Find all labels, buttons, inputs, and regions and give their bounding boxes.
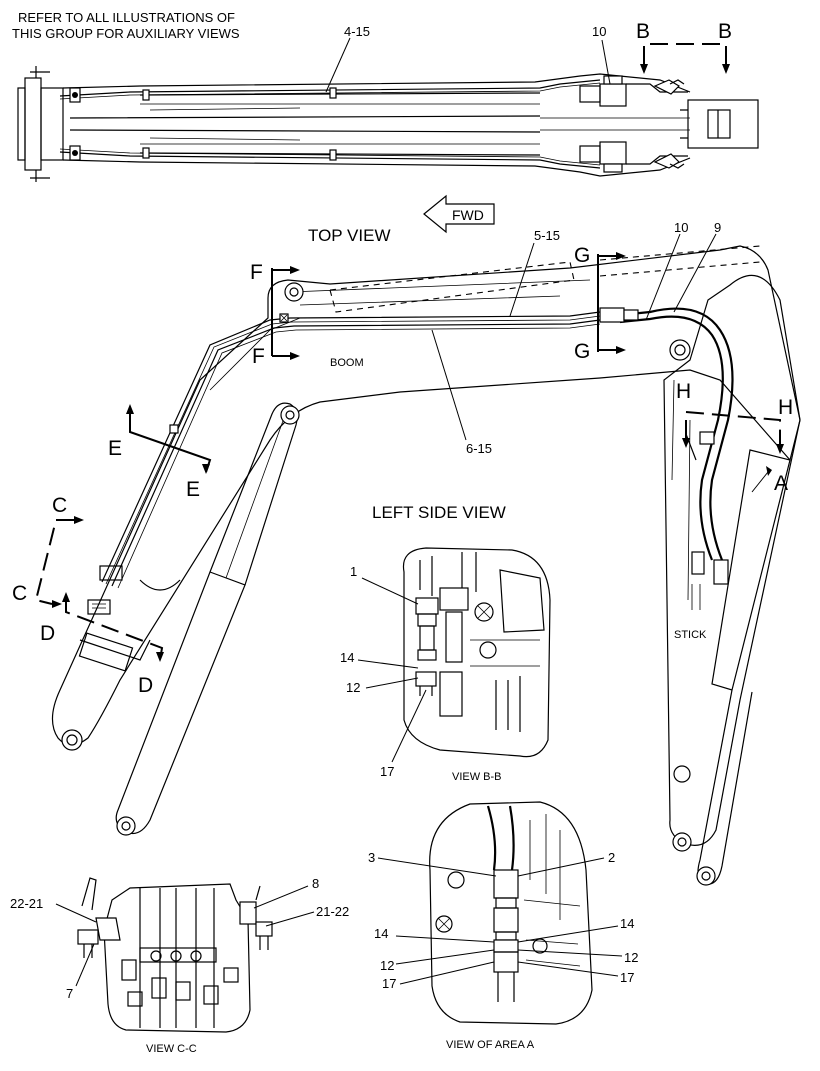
section-b-left: B: [636, 20, 650, 43]
boom-lift-cylinder: [115, 571, 246, 835]
callout-bb-14: 14: [340, 650, 354, 665]
callout-cc-8: 8: [312, 876, 319, 891]
callout-a-12-left: 12: [380, 958, 394, 973]
section-d-bottom: D: [138, 674, 153, 697]
view-cc-title: VIEW C-C: [146, 1043, 197, 1055]
boom-tip-pin: [669, 339, 691, 361]
callout-6-15: 6-15: [466, 441, 492, 456]
section-f-top: F: [250, 261, 263, 284]
boom-foot-pin: [61, 729, 83, 751]
boom-hydraulic-line-1: [101, 311, 601, 583]
hydraulic-line-lower: [59, 151, 601, 169]
section-b-right: B: [718, 20, 732, 43]
stick-body: [663, 274, 801, 846]
view-cc-drawing: [77, 877, 273, 1033]
boom-outline: [62, 73, 691, 177]
section-c-bottom: C: [12, 582, 27, 605]
callout-bb-1: 1: [350, 564, 357, 579]
callout-9: 9: [714, 220, 721, 235]
callout-cc-7: 7: [66, 986, 73, 1001]
section-g-bottom: G: [574, 340, 590, 363]
callout-a-17-left: 17: [382, 976, 396, 991]
boom-foot-plate: [24, 77, 42, 171]
callout-a-17-right: 17: [620, 970, 634, 985]
section-e-left: E: [108, 437, 122, 460]
fwd-label: FWD: [452, 207, 484, 223]
view-bb-drawing: [402, 547, 551, 758]
left-side-view-title: LEFT SIDE VIEW: [372, 503, 506, 522]
note-line-1: REFER TO ALL ILLUSTRATIONS OF: [18, 10, 235, 25]
swivel-fitting-upper: [603, 75, 623, 85]
section-d-top: D: [40, 622, 55, 645]
callout-a-12-right: 12: [624, 950, 638, 965]
boom-body: [51, 245, 801, 746]
section-g-top: G: [574, 244, 590, 267]
boom-label: BOOM: [330, 357, 364, 369]
section-c-top: C: [52, 494, 67, 517]
area-a-marker: A: [774, 472, 788, 495]
boom-cylinder-hidden: [329, 261, 575, 313]
callout-a-14-right: 14: [620, 916, 634, 931]
view-bb-title: VIEW B-B: [452, 771, 502, 783]
callout-4-15: 4-15: [344, 24, 370, 39]
stick-label: STICK: [674, 629, 707, 641]
hydraulic-line-upper: [59, 79, 601, 97]
callout-a-14-left: 14: [374, 926, 388, 941]
callout-10-side: 10: [674, 220, 688, 235]
stick-hose-outer: [619, 307, 734, 561]
view-cc-outline: [103, 883, 251, 1033]
callout-cc-21-22: 21-22: [316, 904, 349, 919]
callout-a-2: 2: [608, 850, 615, 865]
view-area-a-title: VIEW OF AREA A: [446, 1039, 535, 1051]
callout-bb-12: 12: [346, 680, 360, 695]
section-e-right: E: [186, 478, 200, 501]
section-f-bottom: F: [252, 345, 265, 368]
swivel-fitting-lower: [603, 163, 623, 173]
section-h-right: H: [778, 396, 793, 419]
view-area-a-drawing: [429, 801, 593, 1025]
top-view-drawing: [17, 66, 759, 182]
callout-bb-17: 17: [380, 764, 394, 779]
fwd-arrow-icon: [423, 194, 495, 234]
view-a-outline: [429, 801, 593, 1025]
side-view-drawing: [51, 245, 801, 886]
section-h-left: H: [676, 380, 691, 403]
callout-cc-22-21: 22-21: [10, 896, 43, 911]
callout-10-top: 10: [592, 24, 606, 39]
note-line-2: THIS GROUP FOR AUXILIARY VIEWS: [12, 26, 240, 41]
callout-a-3: 3: [368, 850, 375, 865]
stick-hose-inner: [619, 315, 724, 561]
callout-5-15: 5-15: [534, 228, 560, 243]
top-view-title: TOP VIEW: [308, 226, 391, 245]
view-bb-outline: [402, 547, 551, 758]
boom-foot-plate-left: [17, 87, 26, 161]
